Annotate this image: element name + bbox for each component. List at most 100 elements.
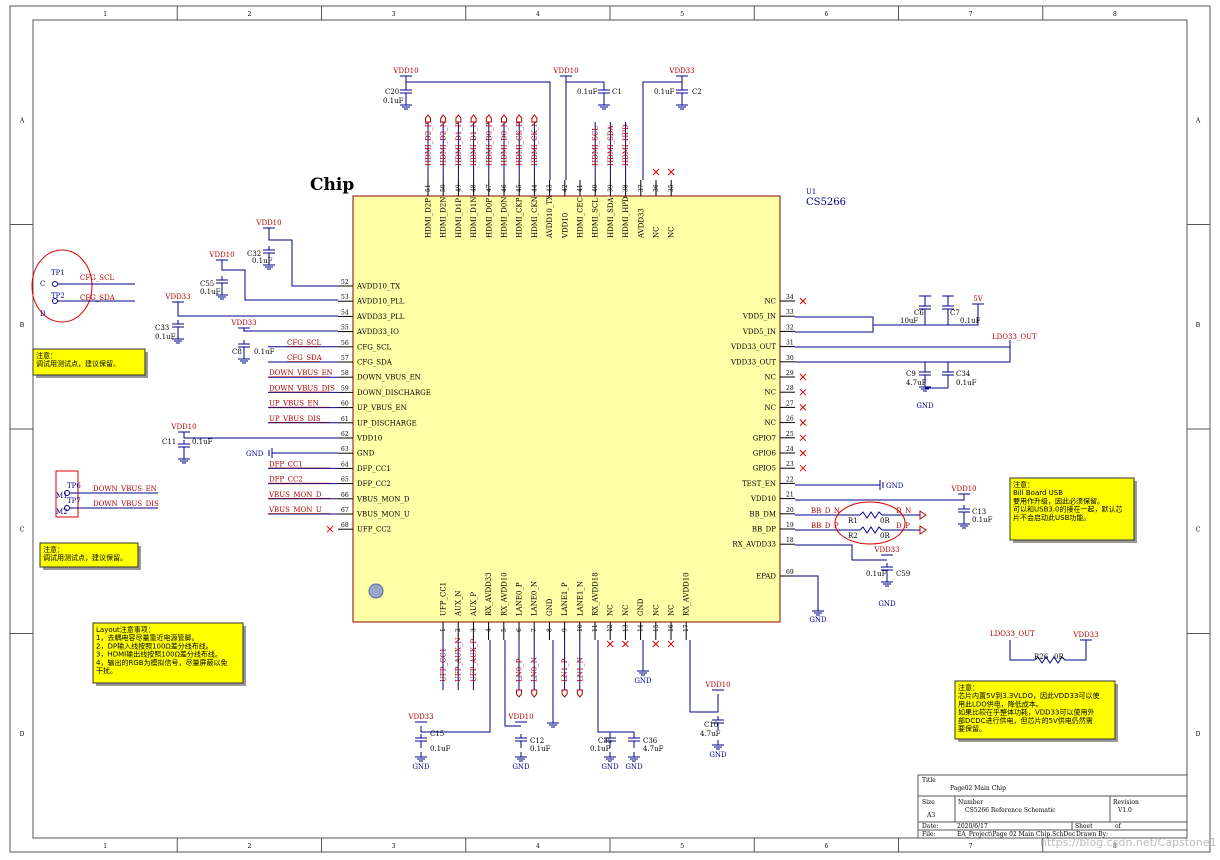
date-value: 2020/6/17 <box>957 823 988 830</box>
note-billboard-usb-line: 要用作升级，因此必须保留。 <box>1013 496 1104 505</box>
pin-number: 25 <box>786 431 794 438</box>
pin-number: 20 <box>786 507 794 514</box>
wiring <box>177 76 1087 733</box>
net-label: DOWN_VBUS_EN <box>93 485 157 493</box>
pin-name: CFG_SCL <box>357 343 391 351</box>
pin-number: 47 <box>486 184 493 192</box>
pin-number: 32 <box>786 324 794 331</box>
pin-name: LANE0_N <box>531 581 539 616</box>
testpoint-tp2 <box>52 298 58 304</box>
cap-ref: C20 <box>385 88 399 96</box>
pin-name: HDMI_CKP <box>516 197 524 238</box>
port-arrow <box>919 525 927 535</box>
cap-ref: C59 <box>896 570 910 578</box>
net-label: HDMI_D0_N <box>501 121 509 166</box>
pin-name: GND <box>546 598 554 616</box>
size-value: A3 <box>926 812 935 819</box>
net-label: UFP_AUX_N <box>455 637 463 682</box>
pin-number: 45 <box>516 184 523 192</box>
pin-number: 11 <box>592 624 599 632</box>
pin-number: 55 <box>341 325 349 332</box>
no-connect-mark <box>326 525 334 533</box>
pin-name: UP_DISCHARGE <box>357 419 417 427</box>
power-label: LDO33_OUT <box>992 333 1037 341</box>
net-label: D_N <box>896 507 911 515</box>
gnd-label: GND <box>601 763 619 771</box>
chip-part: CS5266 <box>806 197 846 208</box>
pin-name: HDMI_D1P <box>455 198 463 238</box>
pin-number: 10 <box>577 624 584 632</box>
col-mark-top: 8 <box>1113 11 1117 18</box>
cap-ref: C8 <box>232 348 242 356</box>
col-mark-bottom: 2 <box>247 843 251 850</box>
no-connect-mark <box>652 640 660 648</box>
pin-letter: D <box>40 310 46 318</box>
pin-number: 24 <box>786 446 794 453</box>
pin-number: 62 <box>341 431 349 438</box>
pin-name: HDMI_D2N <box>440 197 448 238</box>
net-label: UP_VBUS_DIS <box>269 415 321 423</box>
note-layout-line: Layout注意事项： <box>96 625 155 634</box>
note-layout-line: 干扰。 <box>96 666 117 675</box>
testpoint-tp1 <box>52 281 58 287</box>
pin-number: 56 <box>341 340 349 347</box>
pin-number: 65 <box>341 477 349 484</box>
note-billboard-usb-line: 注意： <box>1013 480 1034 489</box>
cap-value: 0.1uF <box>383 97 404 105</box>
cap-ref: C9 <box>906 370 916 378</box>
col-mark-bottom: 1 <box>103 843 107 850</box>
net-label: HDMI_CK_N <box>531 121 539 166</box>
chip-body[interactable] <box>352 195 781 623</box>
note-ldo-line: 部DCDC进行供电，但芯片的5V供电仍然需 <box>958 716 1093 725</box>
net-label: DOWN_VBUS_DIS <box>269 384 335 392</box>
net-label: LN1_N <box>576 657 584 682</box>
pin-name: UFP_CC2 <box>357 526 391 534</box>
pin-name: NC <box>765 389 776 397</box>
pin-letter: C <box>40 280 45 288</box>
pin-name: HDMI_D0N <box>501 197 509 238</box>
size-label: Size <box>922 799 935 806</box>
no-connect-mark <box>667 640 675 648</box>
power-label: VDD10 <box>255 219 281 227</box>
power-label: LDO33_OUT <box>990 630 1035 638</box>
pin-name: LANE0_P <box>516 582 524 616</box>
net-label: HDMI_D1_N <box>470 121 478 166</box>
cap-ref: C35 <box>598 737 612 745</box>
cap-value: 4.7uF <box>643 745 664 753</box>
power-label: VDD33 <box>668 67 694 75</box>
note-ldo <box>954 680 1116 740</box>
row-mark-right: D <box>1196 731 1201 738</box>
net-label: LN1_P <box>561 658 569 682</box>
pin-number: 61 <box>341 416 349 423</box>
pin-name: VBUS_MON_D <box>356 495 410 503</box>
power-label: VDD33 <box>164 293 190 301</box>
pin-number: 27 <box>786 400 794 407</box>
net-labels: CFG_SCLCFG_SDADOWN_VBUS_ENDOWN_VBUS_DISU… <box>268 114 630 698</box>
net-label: HDMI_D0_P <box>485 122 493 166</box>
pin-number: 66 <box>341 492 349 499</box>
no-connect-mark <box>622 640 629 648</box>
cap-value: 4.7uF <box>906 379 927 387</box>
pin-number: 48 <box>471 184 478 192</box>
port-arrow <box>485 114 492 123</box>
no-connect-mark <box>799 373 807 381</box>
number-label: Number <box>958 799 983 806</box>
drawn-label: Drawn By: <box>1076 831 1108 838</box>
pin-name: LANE1_N <box>576 581 584 616</box>
pin-name: HDMI_CEC <box>577 197 585 238</box>
gnd-label: GND <box>625 763 643 771</box>
gnd-label: GND <box>246 450 264 458</box>
net-label: D_P <box>896 522 910 530</box>
cap-value: 0.1uF <box>960 317 981 325</box>
pin-name: NC <box>668 605 676 616</box>
cap-ref: C55 <box>200 280 214 288</box>
pin-number: 29 <box>786 370 794 377</box>
pin-number: 35 <box>668 184 675 192</box>
cap-value: 0.1uF <box>577 88 598 96</box>
cap-ref: C15 <box>430 730 444 738</box>
pin-name: AVDD33 <box>637 208 645 239</box>
cap-ref: C2 <box>692 88 702 96</box>
net-label: HDMI_D2_P <box>425 122 433 166</box>
testpoint-ref: TP1 <box>51 269 65 277</box>
